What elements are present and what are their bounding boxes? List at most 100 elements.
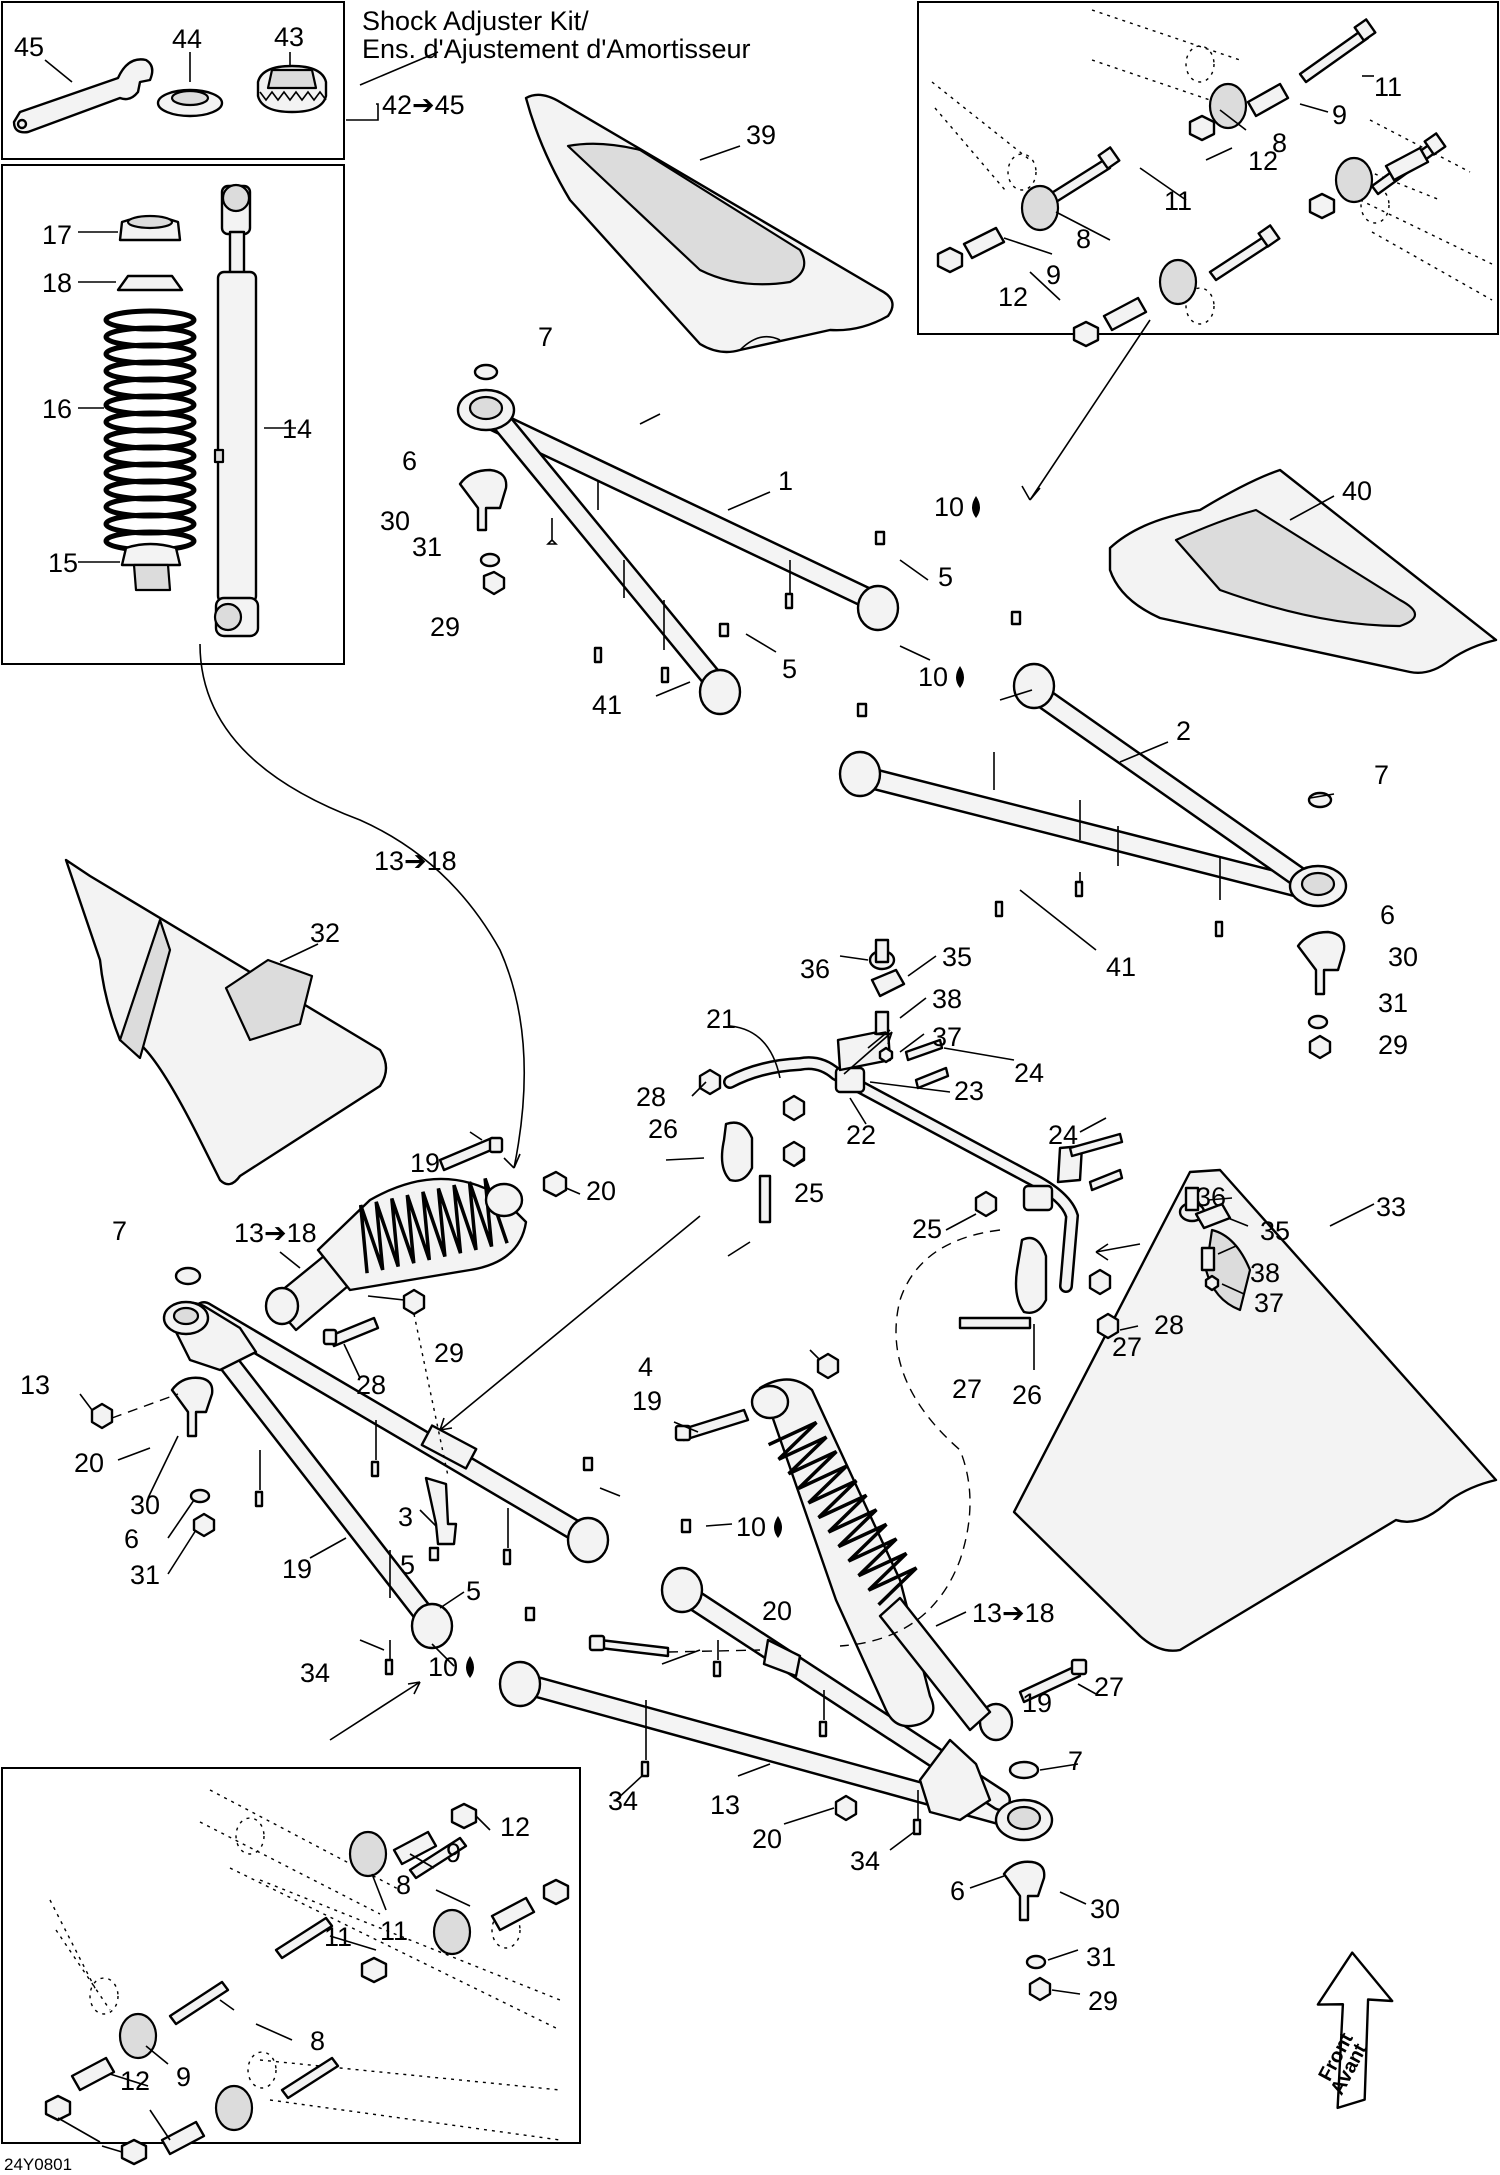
- upper-a-arm-1: [456, 388, 900, 716]
- clip-screws-41: [546, 480, 1224, 938]
- callout-44: 44: [172, 24, 202, 54]
- callout-11: 11: [380, 1916, 408, 1946]
- callout-38: 38: [1250, 1258, 1280, 1288]
- front-direction-arrow: [1316, 1951, 1394, 2110]
- callout-7: 7: [112, 1216, 127, 1246]
- upper-a-arm-2: [838, 662, 1348, 908]
- callout-36: 36: [800, 954, 830, 984]
- callout-26: 26: [648, 1114, 678, 1144]
- protector-40: [1108, 468, 1498, 674]
- callout-39: 39: [746, 120, 776, 150]
- shock-absorber-14: [213, 183, 260, 638]
- lower-a-arm-4: [498, 1566, 1054, 1842]
- callout-41: 41: [1106, 952, 1136, 982]
- protector-32: [64, 858, 388, 1186]
- callout-5: 5: [400, 1550, 415, 1580]
- callout-7: 7: [538, 322, 553, 352]
- kit-title-line2: Ens. d'Ajustement d'Amortisseur: [362, 34, 750, 64]
- callout-36: 36: [1196, 1182, 1226, 1212]
- callout-20: 20: [586, 1176, 616, 1206]
- shock-assembly-right: [750, 1378, 1014, 1742]
- lower-bushing-detail-box: [1, 1767, 581, 2144]
- adjuster-ring-43: [256, 64, 328, 114]
- callout-6: 6: [1380, 900, 1395, 930]
- callout-12: 12: [998, 282, 1028, 312]
- callout-9: 9: [176, 2062, 191, 2092]
- callout-19: 19: [632, 1386, 662, 1416]
- callout-29: 29: [430, 612, 460, 642]
- callout-12: 12: [500, 1812, 530, 1842]
- callout-4: 4: [638, 1352, 653, 1382]
- callout-41: 41: [592, 690, 622, 720]
- callout-1: 1: [778, 466, 793, 496]
- callout-27: 27: [1112, 1332, 1142, 1362]
- clip-screws-34-left: [254, 1420, 512, 1676]
- callout-34: 34: [608, 1786, 638, 1816]
- callout-28: 28: [356, 1370, 386, 1400]
- callout-6: 6: [950, 1876, 965, 1906]
- callout-9: 9: [1046, 260, 1061, 290]
- callout-12: 12: [1248, 146, 1278, 176]
- lube-label: 10: [428, 1652, 458, 1682]
- callout-6: 6: [124, 1524, 139, 1554]
- oil-drop-icon: [972, 496, 980, 518]
- callout-30: 30: [380, 506, 410, 536]
- lube-label: 10: [934, 492, 964, 522]
- callout-22: 22: [846, 1120, 876, 1150]
- callout-9: 9: [446, 1838, 461, 1868]
- callout-37: 37: [1254, 1288, 1284, 1318]
- lube-label-group: 10 10 10 10: [428, 492, 980, 1682]
- upper-spring-seat-17: [118, 214, 182, 242]
- callout-17: 17: [42, 220, 72, 250]
- oil-drop-icon: [956, 666, 964, 688]
- callout-35: 35: [1260, 1216, 1290, 1246]
- callout-13: 13: [710, 1790, 740, 1820]
- callout-30: 30: [130, 1490, 160, 1520]
- callout-28: 28: [1154, 1310, 1184, 1340]
- callout-25: 25: [794, 1178, 824, 1208]
- range-label: 13➔18: [374, 846, 457, 876]
- callout-9: 9: [1332, 100, 1347, 130]
- callout-29: 29: [1088, 1986, 1118, 2016]
- callout-12: 12: [120, 2066, 150, 2096]
- callout-2: 2: [1176, 716, 1191, 746]
- lube-label: 10: [918, 662, 948, 692]
- spanner-wrench-45: [12, 58, 154, 134]
- callout-43: 43: [274, 22, 304, 52]
- callout-40: 40: [1342, 476, 1372, 506]
- fasteners-35-38: [868, 938, 1232, 1292]
- lower-spring-seat-15: [120, 542, 182, 592]
- callout-35: 35: [942, 942, 972, 972]
- spring-16: [103, 308, 197, 553]
- callout-8: 8: [396, 1870, 411, 1900]
- callout-20: 20: [752, 1824, 782, 1854]
- callout-32: 32: [310, 918, 340, 948]
- callout-28: 28: [636, 1082, 666, 1112]
- callout-5: 5: [466, 1576, 481, 1606]
- callout-25: 25: [912, 1214, 942, 1244]
- callout-30: 30: [1090, 1894, 1120, 1924]
- callout-29: 29: [434, 1338, 464, 1368]
- callout-16: 16: [42, 394, 72, 424]
- oil-drop-icon: [774, 1516, 782, 1538]
- callout-5: 5: [782, 654, 797, 684]
- spring-seat-44: [156, 88, 224, 118]
- drawing-code: 24Y0801: [4, 2155, 72, 2174]
- callout-7: 7: [1068, 1746, 1083, 1776]
- sway-link-26-left: [720, 1121, 754, 1182]
- callout-8: 8: [1272, 128, 1287, 158]
- callout-23: 23: [954, 1076, 984, 1106]
- lower-bushing-assembly: [44, 1789, 570, 2166]
- ball-joint-6-upper-left: [458, 468, 508, 532]
- callout-8: 8: [1076, 224, 1091, 254]
- callout-31: 31: [1086, 1942, 1116, 1972]
- callout-20: 20: [762, 1596, 792, 1626]
- oil-drop-icon: [466, 1656, 474, 1678]
- callout-19: 19: [410, 1148, 440, 1178]
- callout-13: 13: [20, 1370, 50, 1400]
- callout-26: 26: [1012, 1380, 1042, 1410]
- callout-24: 24: [1014, 1058, 1044, 1088]
- callout-15: 15: [48, 548, 78, 578]
- callout-27: 27: [952, 1374, 982, 1404]
- retainer-18: [116, 274, 184, 292]
